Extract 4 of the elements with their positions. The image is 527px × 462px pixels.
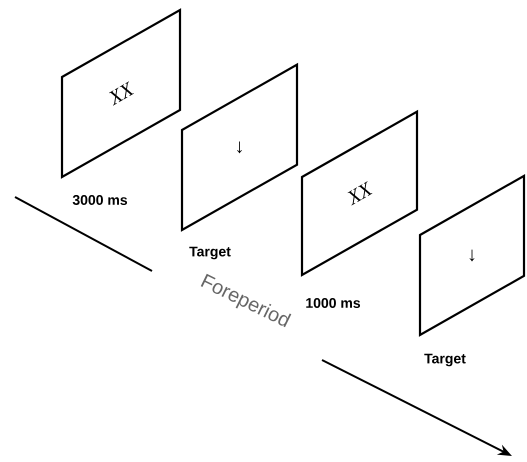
duration-label: Target — [189, 246, 231, 260]
duration-label: 3000 ms — [72, 195, 128, 205]
duration-label: 1000 ms — [306, 298, 360, 308]
duration-label: Target — [424, 354, 466, 366]
